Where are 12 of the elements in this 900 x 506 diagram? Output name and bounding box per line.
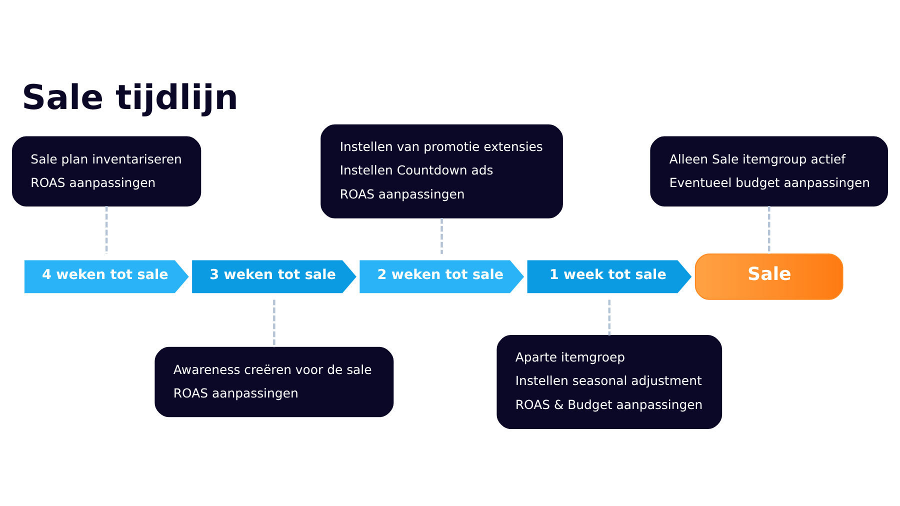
node-box: Instellen van promotie extensies Instellen Countdown ads ROAS aanpassingen [320, 124, 563, 218]
connector [440, 218, 443, 254]
connector [608, 299, 611, 335]
connector [105, 206, 108, 254]
node-box: Alleen Sale itemgroup actief Eventueel budget aanpassingen [650, 136, 888, 206]
node-box: Awareness creëren voor de sale ROAS aanpassingen [154, 346, 394, 417]
connector [273, 299, 276, 347]
node-box: Sale plan inventariseren ROAS aanpassingen [12, 136, 202, 206]
node-box: Sale [694, 253, 844, 300]
connector [768, 206, 770, 254]
node-box: Aparte itemgroep Instellen seasonal adjustment ROAS & Budget aanpassingen [496, 334, 722, 429]
diagram-title: Sale tijdlijn [22, 78, 238, 118]
